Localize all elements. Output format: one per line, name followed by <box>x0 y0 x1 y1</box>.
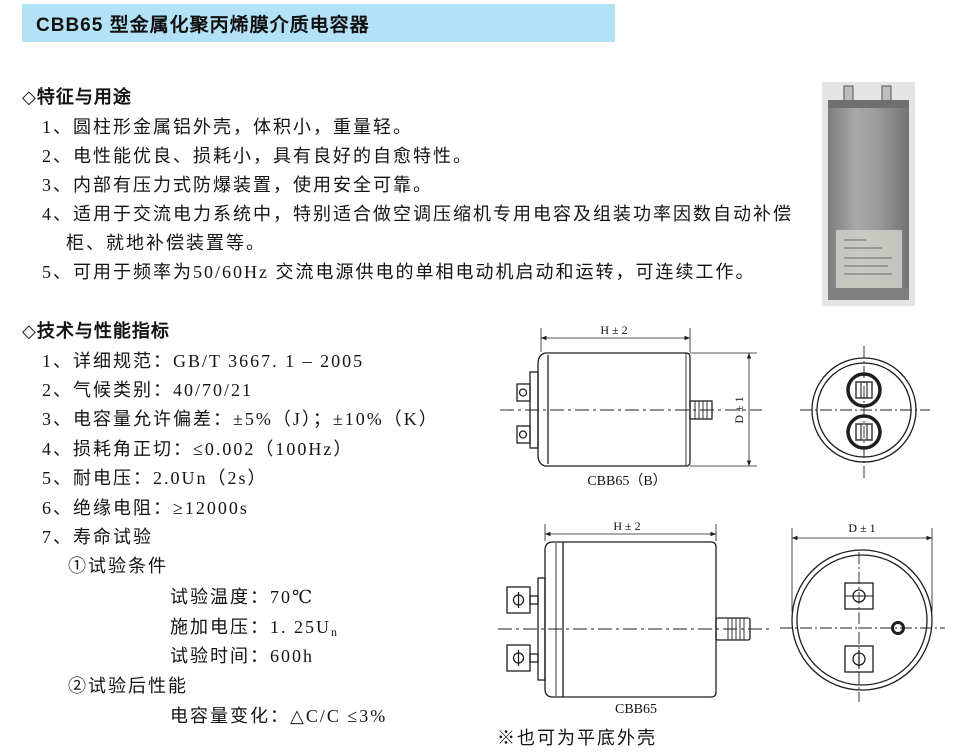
outer-circle <box>791 549 933 691</box>
d-dimension <box>791 528 933 612</box>
specs-heading: ◇技术与性能指标 <box>22 321 170 341</box>
test-voltage-label: 施加电压： <box>170 617 270 637</box>
spec-item-7: 7、寿命试验 <box>42 527 153 547</box>
capacitor-body-outline <box>545 352 691 467</box>
capacitor-photo-image <box>822 82 915 306</box>
model-std-h-label: H ± 2 <box>613 519 640 533</box>
terminal-lower-ring <box>846 414 882 450</box>
terminal-upper-hole <box>518 388 528 397</box>
stud-threads <box>694 401 708 419</box>
model-b-d-label: D ± 1 <box>732 396 746 423</box>
capacitor-end-cap <box>544 541 563 698</box>
spec-item-1: 1、详细规范：GB/T 3667. 1 – 2005 <box>42 351 365 371</box>
mounting-stud <box>715 617 751 641</box>
inner-circle <box>796 554 928 686</box>
feature-item-1: 1、圆柱形金属铝外壳，体积小，重量轻。 <box>42 117 413 137</box>
test-duration: 试验时间：600h <box>170 646 314 666</box>
post-test-heading: ②试验后性能 <box>68 676 188 696</box>
terminal-upper-ring <box>846 372 882 408</box>
model-b-caption: CBB65（B） <box>587 473 666 489</box>
photo-bottom-band <box>828 288 909 300</box>
outer-circle <box>811 357 917 463</box>
terminal-lower-connector <box>529 653 539 663</box>
spec-item-6: 6、绝缘电阻：≥12000s <box>42 498 249 518</box>
title-bar: CBB65 型金属化聚丙烯膜介质电容器 <box>22 4 615 42</box>
feature-item-5: 5、可用于频率为50/60Hz 交流电源供电的单相电动机启动和运转，可连续工作。 <box>42 262 756 282</box>
capacitor-end-cap <box>537 352 546 467</box>
drawing-model-std-end <box>780 528 945 702</box>
photo-label-markings <box>844 239 892 275</box>
product-photo <box>822 82 915 306</box>
spec-item-3: 3、电容量允许偏差：±5%（J）；±10%（K） <box>42 409 439 429</box>
test-voltage: 施加电压：1. 25Un <box>170 616 339 638</box>
terminal-upper-square <box>855 381 873 399</box>
terminal-base <box>529 371 539 449</box>
stud-threads <box>727 618 745 640</box>
terminal-upper-connector <box>529 595 539 605</box>
spec-item-2: 2、气候类别：40/70/21 <box>42 380 254 400</box>
vent-ring <box>891 621 905 635</box>
terminal-upper <box>516 383 531 402</box>
test-conditions-heading: ①试验条件 <box>68 556 168 576</box>
terminal-base <box>537 577 546 681</box>
spec-item-5: 5、耐电压：2.0Un（2s） <box>42 468 268 488</box>
feature-item-4: 4、适用于交流电力系统中，特别适合做空调压缩机专用电容及组装功率因数自动补偿 <box>42 204 793 224</box>
terminal-lower-square <box>844 645 874 673</box>
page-title: CBB65 型金属化聚丙烯膜介质电容器 <box>36 14 370 36</box>
photo-top-rim <box>828 100 909 108</box>
test-temperature: 试验温度：70℃ <box>170 587 315 607</box>
terminal-lower <box>516 425 531 444</box>
model-std-caption: CBB65 <box>615 702 657 717</box>
drawing-model-b-end <box>800 346 930 480</box>
feature-item-3: 3、内部有压力式防爆装置，使用安全可靠。 <box>42 175 433 195</box>
drawing-model-b-side <box>500 328 762 467</box>
feature-item-4-continued: 柜、就地补偿装置等。 <box>66 233 266 253</box>
inner-circle <box>816 362 912 458</box>
h-dimension <box>544 524 717 541</box>
capacitance-change: 电容量变化：△C/C ≤3% <box>170 706 388 726</box>
features-heading: ◇特征与用途 <box>22 87 132 107</box>
d-dimension <box>690 352 757 467</box>
test-voltage-subscript: n <box>331 625 339 639</box>
capacitor-body-outline <box>563 541 717 698</box>
terminal-lower-hole <box>518 430 528 439</box>
model-b-h-label: H ± 2 <box>600 323 627 337</box>
feature-item-2: 2、电性能优良、损耗小，具有良好的自愈特性。 <box>42 146 473 166</box>
housing-note: ※也可为平底外壳 <box>497 728 657 748</box>
test-voltage-value: 1. 25U <box>270 617 331 637</box>
drawing-model-std-side <box>498 524 772 698</box>
mounting-stud <box>689 400 713 420</box>
model-std-d-label: D ± 1 <box>848 521 875 535</box>
h-dimension <box>540 328 691 352</box>
terminal-lower-square <box>855 423 873 441</box>
spec-item-4: 4、损耗角正切：≤0.002（100Hz） <box>42 439 354 459</box>
